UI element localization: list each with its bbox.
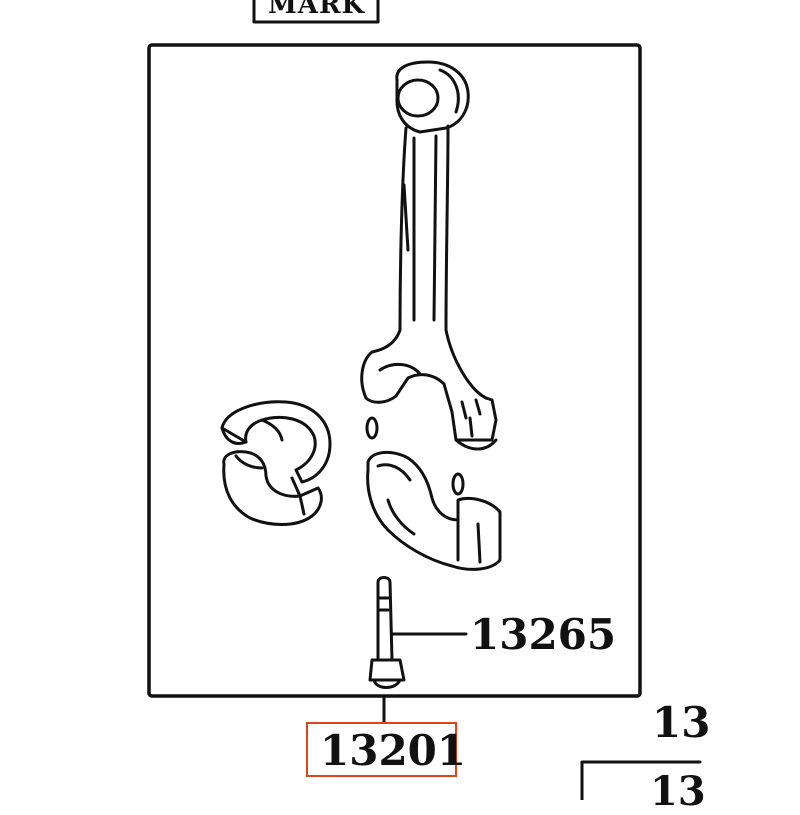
part-number-13201[interactable]: 13201 <box>320 726 467 775</box>
selected-part-highlight <box>306 722 457 777</box>
rod-bolt-icon <box>368 576 406 689</box>
mark-tab-frame <box>252 0 380 24</box>
neighbor-frame-fragment <box>580 760 702 800</box>
rod-cap-icon <box>366 451 502 571</box>
neighbor-part-number-fragment-lower[interactable]: 13 <box>650 768 706 815</box>
part-number-13265[interactable]: 13265 <box>470 610 617 659</box>
mark-tab-label: MARK <box>268 0 366 20</box>
dowel-right <box>451 472 465 496</box>
neighbor-part-number-fragment-upper[interactable]: 13 <box>652 698 711 747</box>
connecting-rod-icon <box>360 60 498 451</box>
diagram-frame <box>147 43 642 698</box>
dowel-left <box>365 416 379 440</box>
bearing-shells-icon <box>220 400 332 526</box>
